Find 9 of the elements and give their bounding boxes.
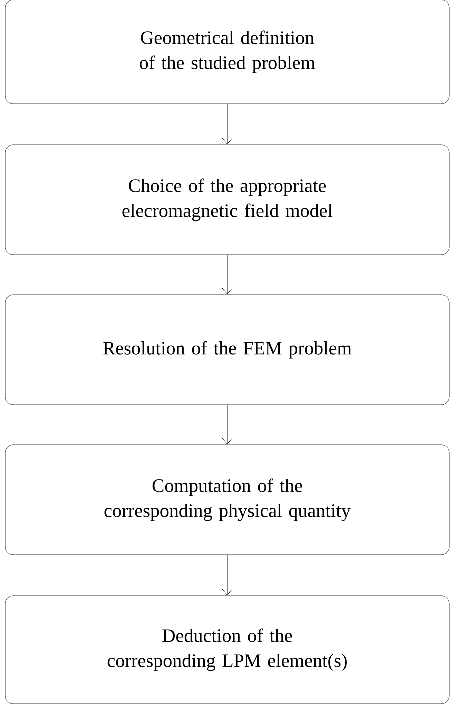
process-box: Choice of the appropriate elecromagnetic field model <box>5 144 450 256</box>
process-box: Resolution of the FEM problem <box>5 294 450 406</box>
process-box: Computation of the corresponding physical quantity <box>5 444 450 556</box>
arrow <box>222 554 233 596</box>
process-box: Geometrical definition of the studied problem <box>5 0 450 104</box>
arrow <box>222 104 233 145</box>
arrow <box>222 254 233 295</box>
process-box: Deduction of the corresponding LPM element(s) <box>5 596 450 704</box>
arrow <box>222 404 233 445</box>
